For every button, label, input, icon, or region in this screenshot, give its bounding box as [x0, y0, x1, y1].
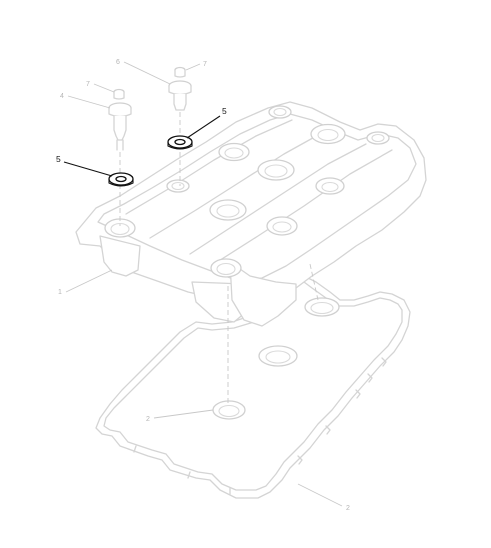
cover-port-mid-left [166, 179, 190, 193]
callout-cap-right-number: 7 [203, 61, 207, 68]
cap-right [174, 66, 186, 78]
gasket-seal-ring-large [258, 345, 298, 367]
callout-cap-right: 7 [185, 61, 207, 71]
callout-cover: 1 [58, 269, 113, 296]
cover-port-rear-small [268, 105, 292, 119]
callout-bolt-short: 6 [116, 59, 171, 85]
cover-port-plug-4 [315, 177, 345, 195]
callout-cap-left: 7 [86, 81, 115, 93]
cover-port-plug-3 [257, 159, 295, 181]
cover-port-plug-5 [209, 199, 247, 221]
washer-upper-highlighted [167, 135, 193, 150]
cap-left [113, 88, 125, 100]
callout-cap-left-number: 7 [86, 81, 90, 88]
callout-bolt-long-number: 4 [60, 93, 64, 100]
callout-washer-upper: 5 [186, 106, 227, 139]
callout-gasket-plug: 2 [146, 409, 214, 423]
callout-washer-upper-number: 5 [222, 106, 227, 116]
cover-port-rear-right [366, 131, 390, 145]
callout-washer-lower: 5 [56, 154, 113, 177]
callout-bolt-short-number: 6 [116, 59, 120, 66]
callout-gasket: 2 [297, 483, 350, 512]
bolt-long [108, 102, 132, 151]
cover-port-plug-2 [310, 123, 346, 145]
callout-bolt-long: 4 [60, 93, 111, 109]
gasket-seal-ring-small [304, 297, 340, 317]
valve-cover [75, 101, 427, 327]
cover-port-plug-6 [266, 216, 298, 236]
callout-cover-number: 1 [58, 289, 62, 296]
cover-port-front-left [104, 218, 136, 238]
gasket-plug-seal-ring [212, 400, 246, 420]
callout-gasket-number: 2 [346, 505, 350, 512]
callout-gasket-plug-number: 2 [146, 416, 150, 423]
callout-washer-lower-number: 5 [56, 154, 61, 164]
cover-port-front-right [210, 258, 242, 278]
gasket-bolt-notches [133, 357, 387, 495]
cover-gasket [95, 271, 411, 499]
cover-port-plug-1 [218, 142, 250, 162]
bolt-short [168, 80, 192, 111]
washer-lower-highlighted [108, 172, 134, 187]
